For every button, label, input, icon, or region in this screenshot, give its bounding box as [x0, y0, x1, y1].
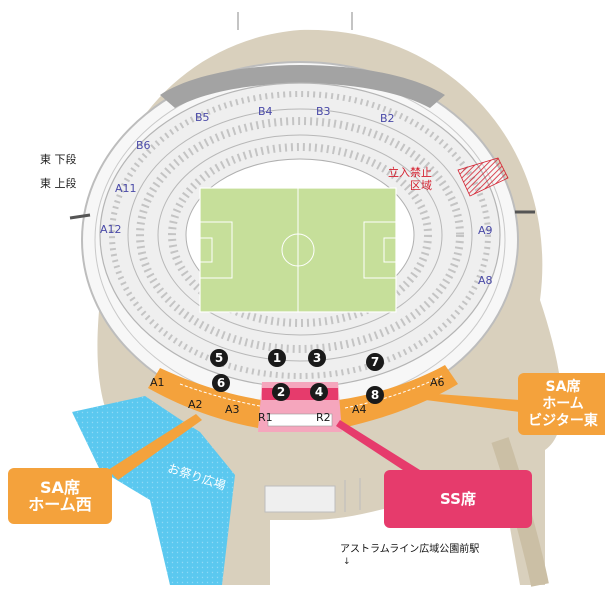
seat-marker-1[interactable]: 1: [268, 349, 286, 367]
section-label: B5: [195, 111, 210, 124]
section-label: B3: [316, 105, 331, 118]
north-roof: [160, 65, 445, 108]
restricted-line-1: 立入禁止: [388, 166, 432, 179]
sa-west-line-1: SA席: [40, 478, 80, 497]
sa-east-seats: [338, 365, 458, 428]
section-label: A9: [478, 224, 493, 237]
pitch: [199, 187, 397, 313]
seat-marker-7[interactable]: 7: [366, 353, 384, 371]
legend-upper-tier: 東 上段: [40, 177, 77, 190]
section-label: A2: [188, 398, 203, 411]
section-label: A8: [478, 274, 493, 287]
section-label: A6: [430, 376, 445, 389]
section-label: A3: [225, 403, 240, 416]
restricted-zone-label: 立入禁止 区域: [388, 166, 432, 192]
seat-marker-5[interactable]: 5: [210, 349, 228, 367]
section-label: B2: [380, 112, 395, 125]
restricted-zone: [457, 157, 509, 197]
sa-east-line-2: ホーム: [542, 395, 584, 412]
sa-east-pointer: [410, 392, 520, 412]
legend-lower-tier: 東 下段: [40, 153, 77, 166]
sa-west-pointer: [108, 414, 202, 480]
seat-marker-4[interactable]: 4: [310, 383, 328, 401]
section-label: B4: [258, 105, 273, 118]
section-label: A1: [150, 376, 165, 389]
seat-marker-3[interactable]: 3: [308, 349, 326, 367]
section-label: A12: [100, 223, 122, 236]
station-label: アストラムライン広域公園前駅: [340, 544, 480, 555]
down-arrow-icon: ↓: [343, 557, 351, 567]
ss-callout[interactable]: SS席: [384, 470, 532, 528]
seat-marker-2[interactable]: 2: [272, 383, 290, 401]
sa-west-callout[interactable]: SA席 ホーム西: [8, 468, 112, 524]
section-label: B6: [136, 139, 151, 152]
section-label: R2: [316, 411, 331, 424]
seat-marker-6[interactable]: 6: [212, 374, 230, 392]
seat-marker-8[interactable]: 8: [366, 386, 384, 404]
section-label: R1: [258, 411, 273, 424]
sa-east-line-3: ビジター東: [528, 412, 598, 429]
sa-east-callout[interactable]: SA席 ホーム ビジター東: [518, 373, 605, 435]
sa-east-line-1: SA席: [545, 378, 581, 395]
sa-west-seats: [148, 368, 262, 428]
ss-label: SS席: [440, 489, 476, 508]
sa-west-line-2: ホーム西: [28, 495, 92, 514]
section-label: A4: [352, 403, 367, 416]
ss-pointer: [336, 420, 420, 476]
restricted-line-2: 区域: [410, 179, 432, 192]
section-label: A11: [115, 182, 137, 195]
